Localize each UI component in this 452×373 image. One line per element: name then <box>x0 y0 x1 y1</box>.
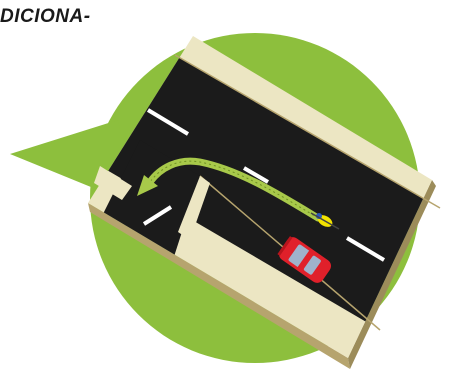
road-scene-illustration <box>0 0 452 373</box>
